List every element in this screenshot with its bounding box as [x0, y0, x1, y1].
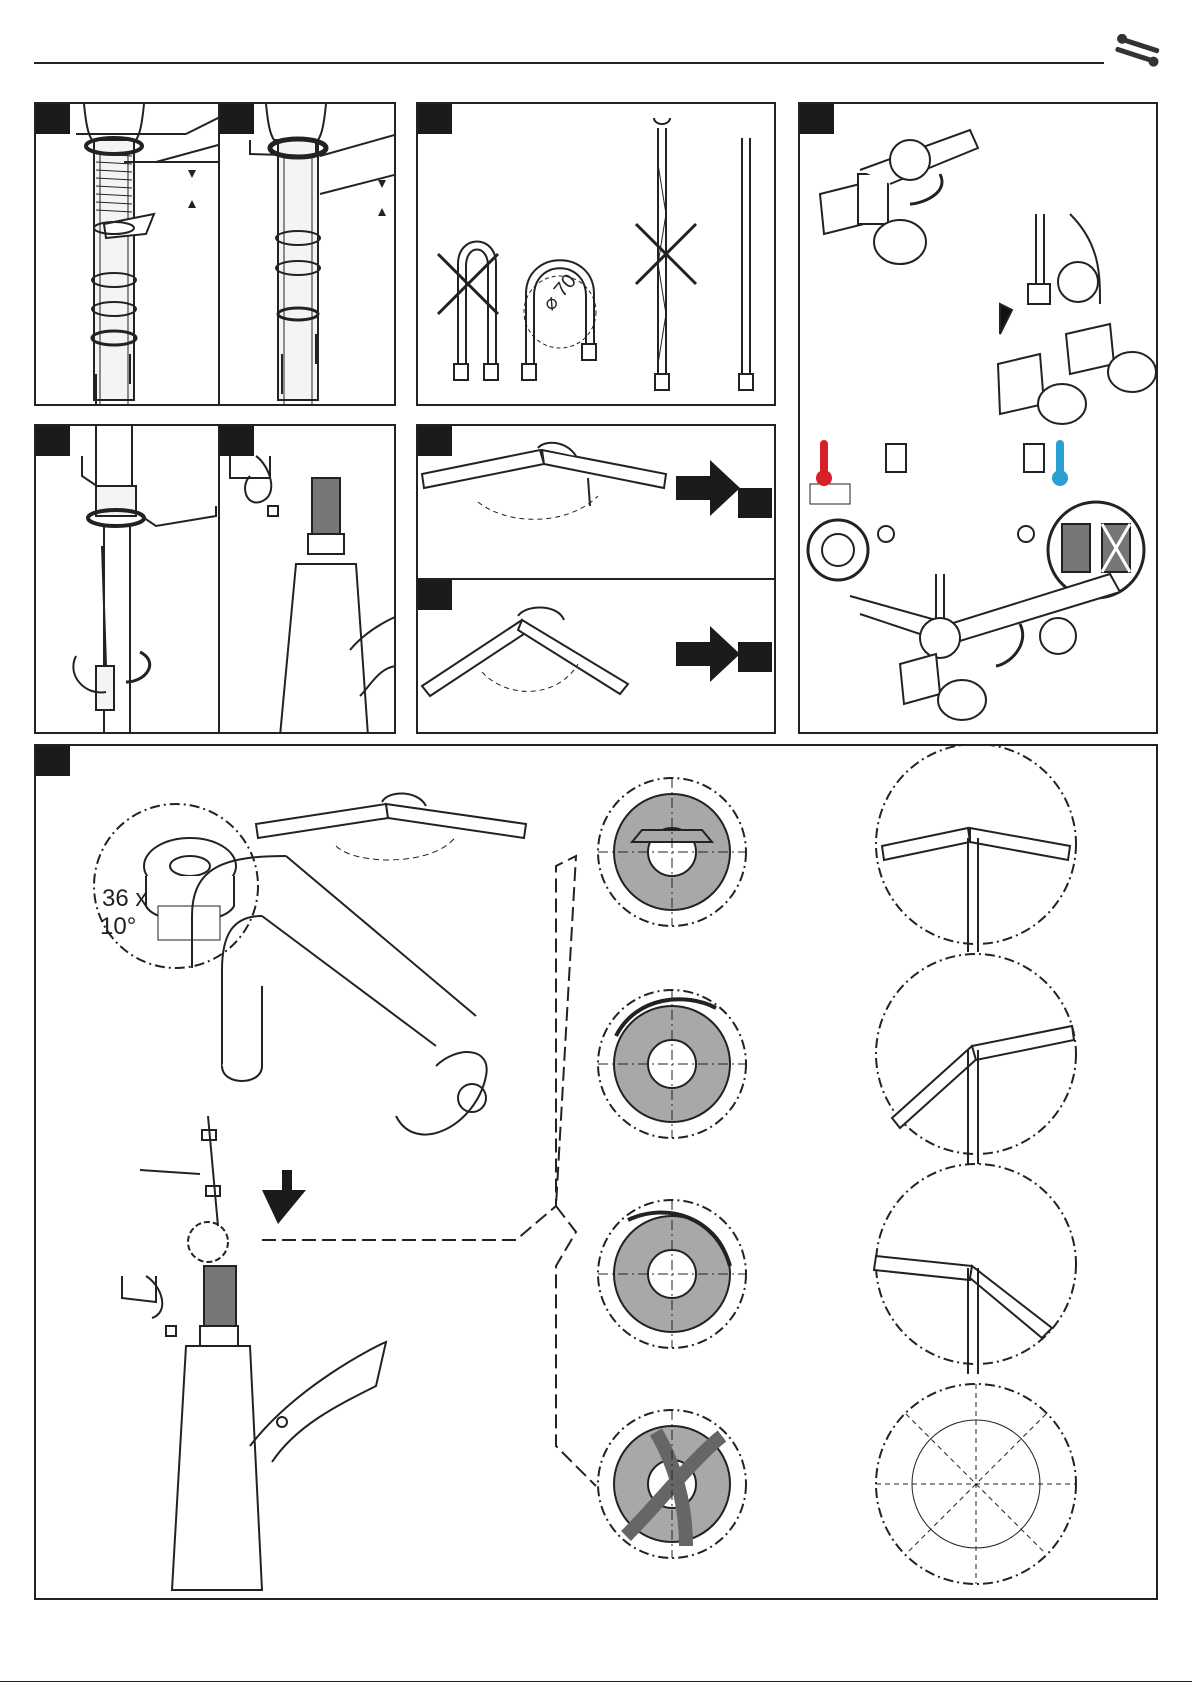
- panel-valves: [798, 102, 1158, 734]
- thermometer-hot-icon: [820, 440, 828, 474]
- mounting-thread-icon: [36, 104, 220, 406]
- screwdriver-icon: [36, 426, 220, 734]
- footer-rule: [0, 1681, 1192, 1682]
- hose-icon: ⌀ 70: [418, 104, 776, 406]
- arrow-down-icon: [262, 1170, 306, 1224]
- mounting-thread-icon: [220, 104, 396, 406]
- angle-valve-icon: [800, 104, 1158, 734]
- wrench-screwdriver-icon: [1112, 34, 1162, 68]
- rotation-diagram: 36 x 10°: [36, 746, 1158, 1600]
- panel-spout-a: [416, 424, 776, 580]
- panel-spout-b: [416, 578, 776, 734]
- header-rule: [34, 62, 1104, 64]
- arrow-right-icon: [418, 580, 776, 734]
- diameter-label: ⌀ 70: [539, 270, 581, 315]
- detail-angle: 10°: [100, 913, 136, 940]
- thermometer-cold-icon: [1056, 440, 1064, 474]
- panel-hoses: ⌀ 70: [416, 102, 776, 406]
- panel-mounting-b: [218, 102, 396, 406]
- panel-clip: [218, 424, 396, 734]
- panel-remove-spout: [34, 424, 220, 734]
- arrow-right-icon: [418, 426, 776, 580]
- panel-rotation: 36 x 10°: [34, 744, 1158, 1600]
- detail-count: 36 x: [102, 885, 147, 912]
- clip-icon: [220, 426, 396, 734]
- panel-mounting-a: [34, 102, 220, 406]
